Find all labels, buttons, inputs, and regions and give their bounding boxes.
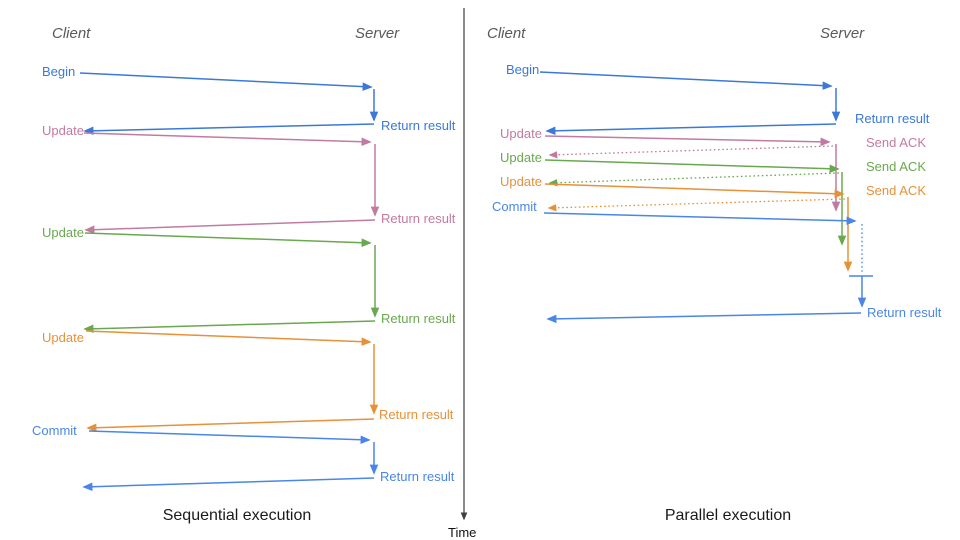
parallel-client-header: Client (487, 25, 526, 42)
sequential-server-header: Server (355, 25, 400, 42)
sequential-label-return-update-3: Return result (379, 407, 454, 422)
parallel-label-update-3: Update (500, 174, 542, 189)
parallel-label-return-commit: Return result (867, 305, 942, 320)
sequential-update-2-response-line (83, 320, 376, 334)
sequential-label-update-2: Update (42, 225, 84, 240)
parallel-label-return-begin: Return result (855, 111, 930, 126)
parallel-begin-request-line (539, 71, 833, 90)
sequential-label-update-1: Update (42, 123, 84, 138)
sequential-label-return-commit: Return result (380, 469, 455, 484)
parallel-label-ack-update-1: Send ACK (866, 135, 926, 150)
sequential-label-commit: Commit (32, 423, 77, 438)
sequential-update-1-request-line (83, 132, 372, 147)
parallel-title: Parallel execution (665, 507, 791, 524)
parallel-label-commit: Commit (492, 199, 537, 214)
sequential-update-2-request-line (84, 232, 372, 247)
parallel-begin-response-line (545, 123, 837, 136)
parallel-update-3-ack-line (547, 198, 846, 212)
parallel-update-1-ack-line (548, 145, 834, 159)
sequential-begin-request-line (79, 72, 373, 91)
sequential-update-1-response-line (84, 219, 376, 234)
parallel-label-ack-update-2: Send ACK (866, 159, 926, 174)
parallel-update-3-request-line (544, 183, 845, 198)
sequential-update-3-response-line (86, 418, 375, 433)
sequential-label-begin: Begin (42, 64, 75, 79)
sequential-client-header: Client (52, 25, 91, 42)
sequential-commit-request-line (88, 430, 371, 445)
parallel-update-1-request-line (544, 135, 831, 147)
time-axis-label: Time (448, 525, 476, 540)
parallel-label-update-1: Update (500, 126, 542, 141)
sequential-label-return-update-1: Return result (381, 211, 456, 226)
parallel-label-begin: Begin (506, 62, 539, 77)
sequential-label-return-begin: Return result (381, 118, 456, 133)
sequential-label-update-3: Update (42, 330, 84, 345)
parallel-label-update-2: Update (500, 150, 542, 165)
parallel-update-2-ack-line (548, 172, 840, 187)
sequential-begin-response-line (83, 123, 375, 136)
sequential-commit-response-line (82, 477, 375, 492)
parallel-update-2-request-line (544, 159, 840, 174)
parallel-server-header: Server (820, 25, 865, 42)
parallel-commit-response-line (546, 312, 862, 324)
parallel-label-ack-update-3: Send ACK (866, 183, 926, 198)
sequential-label-return-update-2: Return result (381, 311, 456, 326)
parallel-commit-request-line (543, 212, 857, 226)
sequential-update-3-request-line (85, 330, 372, 346)
sequential-title: Sequential execution (163, 507, 312, 524)
